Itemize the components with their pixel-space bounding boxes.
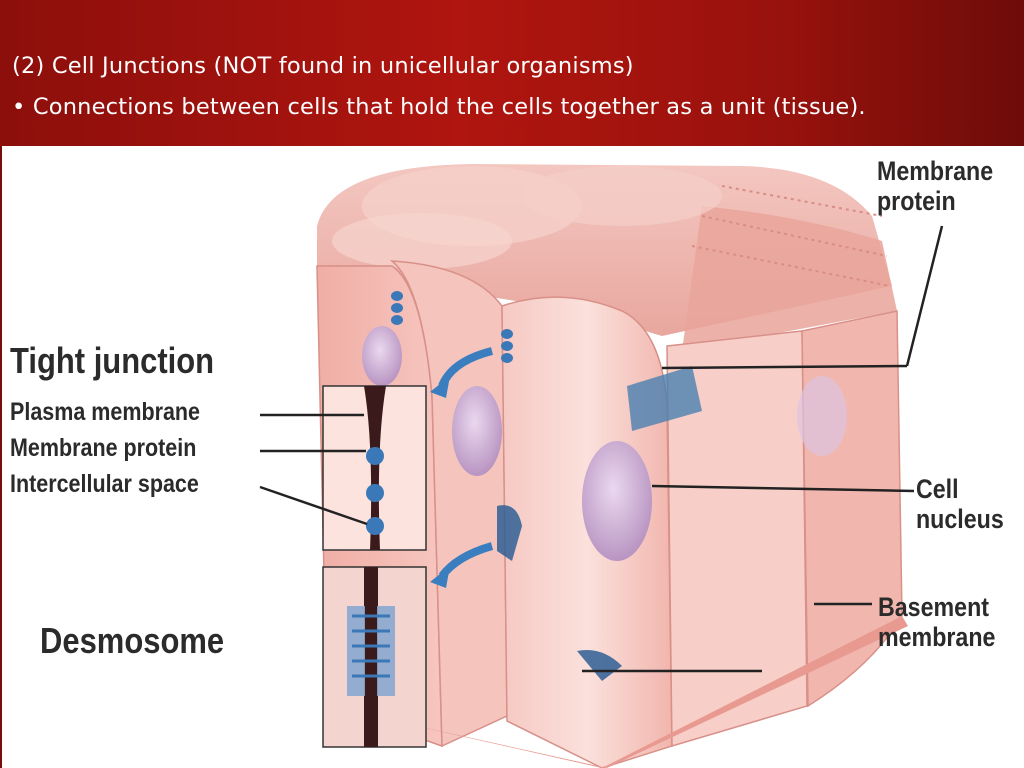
- basement-membrane-label: Basement membrane: [878, 592, 996, 652]
- desmosome-shape: [497, 505, 522, 561]
- tight-junction-inset: [322, 385, 427, 551]
- cell-junction-illustration: [259, 164, 944, 768]
- cell-nucleus-shape: [452, 386, 502, 476]
- cell-nucleus-shape: [797, 376, 847, 456]
- desmosome-inset: [322, 566, 427, 748]
- desmosome-arrow-head: [430, 566, 450, 588]
- tight-junction-proteins: [391, 291, 702, 431]
- cell-nucleus-shape: [362, 326, 402, 386]
- desmosome-label: Desmosome: [40, 620, 225, 661]
- membrane-protein-label-left: Membrane protein: [10, 434, 197, 462]
- cell-nucleus-label: Cell nucleus: [916, 474, 1004, 534]
- slide-title: (2) Cell Junctions (NOT found in unicell…: [12, 53, 634, 79]
- intercellular-space-label: Intercellular space: [10, 470, 199, 498]
- cell-junction-figure: Tight junction Plasma membrane Membrane …: [2, 146, 1024, 768]
- desmosome-shape: [577, 650, 622, 681]
- slide-header: (2) Cell Junctions (NOT found in unicell…: [0, 0, 1024, 146]
- tight-junction-label: Tight junction: [10, 340, 215, 381]
- leader-lines: [259, 225, 944, 673]
- tight-junction-arrow-head: [430, 376, 450, 398]
- plasma-membrane-label: Plasma membrane: [10, 398, 201, 426]
- slide-bullet: • Connections between cells that hold th…: [12, 94, 866, 120]
- cell-top-surface: [317, 164, 897, 351]
- membrane-protein-label-right: Membrane protein: [877, 156, 994, 216]
- cell-nucleus-shape: [582, 441, 652, 561]
